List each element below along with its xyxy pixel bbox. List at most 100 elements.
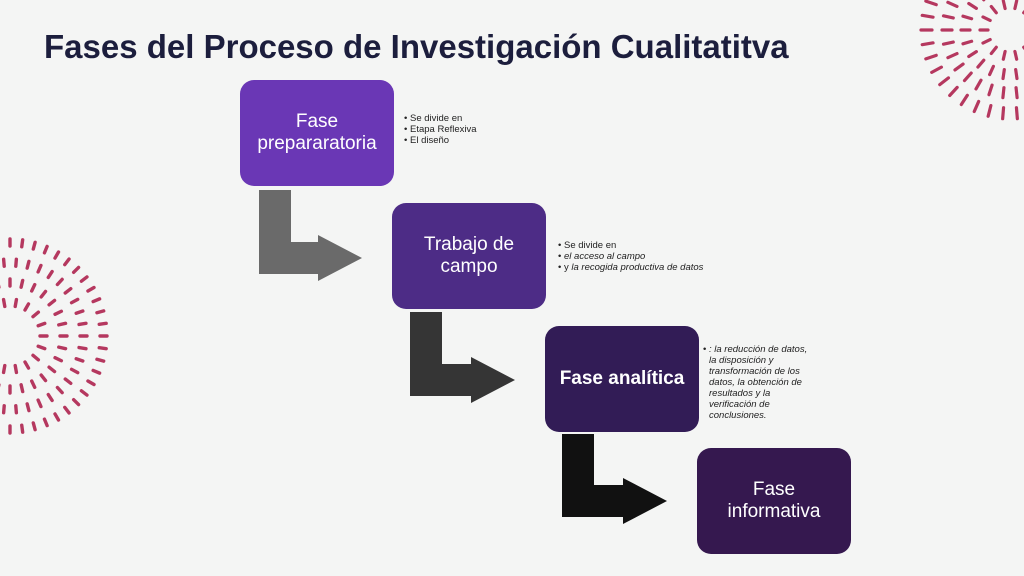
ring-dash [46,269,54,280]
ring-dash [29,379,37,390]
phase-box-informativa: Fase informativa [697,448,851,554]
ring-dash [57,321,68,327]
ring-dash [981,37,992,45]
ring-dash [967,1,978,10]
ring-dash [36,321,47,328]
top-right-ring-decoration [919,0,1024,121]
ring-dash [19,278,25,289]
ring-dash [1,363,7,375]
ring-dash [31,310,41,319]
ring-dash [39,373,48,383]
ring-dash [920,13,935,19]
ring-dash [962,71,973,83]
ring-dash [57,345,68,351]
phase-box-analitica: Fase analítica [545,326,699,432]
ring-dash [74,309,85,315]
ring-dash [39,289,48,299]
ring-dash [53,309,64,317]
phase-label: Fase prepararatoria [257,111,377,154]
ring-dash [938,76,951,87]
ring-dash [1014,86,1019,100]
ring-dash [988,64,995,77]
ring-dash [1001,86,1006,100]
phase-label: Fase analítica [559,368,685,389]
ring-dash [79,389,89,397]
ring-dash [941,14,955,20]
ring-dash [930,65,944,74]
ring-dash [63,257,71,267]
ring-dash [91,368,102,375]
note-item: El diseño [404,135,524,146]
ring-dash [42,244,49,255]
ring-dash [55,277,64,287]
note-item: y la recogida productiva de datos [558,262,728,273]
arrow-phase3-to-phase4 [562,434,667,524]
ring-dash [976,58,986,69]
ring-dash [967,50,978,59]
ring-dash [71,397,81,407]
ring-dash [1001,0,1007,11]
ring-dash [31,353,41,362]
ring-dash [86,285,96,293]
ring-dash [1,404,6,415]
ring-dash [14,404,19,415]
ring-dash [20,423,25,434]
ring-dash [95,309,106,315]
ring-dash [74,357,85,363]
arrow-phase2-to-phase3 [410,312,515,403]
ring-dash [53,250,61,260]
note-item: : la reducción de datos, la disposición … [703,344,815,421]
ring-dash [29,282,37,293]
note-item: el acceso al campo [558,251,728,262]
ring-dash [31,240,37,251]
ring-dash [71,265,81,275]
ring-dash [53,412,61,422]
ring-dash [95,357,106,363]
ring-dash [989,45,998,56]
arrow-phase1-to-phase2 [259,190,362,281]
ring-dash [77,321,88,327]
phase-box-trabajo-de-campo: Trabajo de campo [392,203,546,309]
ring-dash [69,367,80,375]
ring-dash [55,385,64,395]
ring-dash [79,275,89,283]
ring-dash [1001,67,1006,81]
phase-box-preparatoria: Fase prepararatoria [240,80,394,186]
ring-dash [77,345,88,351]
ring-dash [1014,106,1019,121]
note-item: Etapa Reflexiva [404,124,524,135]
ring-dash [987,83,994,97]
ring-dash [23,360,31,370]
ring-dash [920,41,935,47]
ring-dash [91,297,102,304]
bottom-left-ring-decoration [0,237,109,435]
ring-dash [1001,106,1006,121]
ring-dash [53,355,64,363]
ring-dash [953,62,965,72]
ring-dash [946,51,959,60]
ring-dash [959,93,969,107]
ring-dash [1014,67,1019,81]
ring-dash [924,0,938,7]
ring-dash [25,259,31,270]
ring-dash [46,392,54,403]
ring-dash [1013,49,1019,61]
ring-dash [981,15,992,23]
ring-dash [47,298,57,307]
phase-label: Fase informativa [727,479,821,522]
ring-dash [63,377,73,385]
ring-dash [972,99,981,114]
ring-dash [42,417,49,428]
ring-dash [63,287,73,295]
note-item: Se divide en [404,113,524,124]
ring-dash [14,257,19,268]
ring-dash [19,383,25,394]
ring-dash [13,363,19,375]
ring-dash [989,4,998,15]
ring-dash [20,238,25,249]
ring-dash [1,257,6,268]
ring-dash [941,40,955,46]
ring-dash [924,53,938,61]
